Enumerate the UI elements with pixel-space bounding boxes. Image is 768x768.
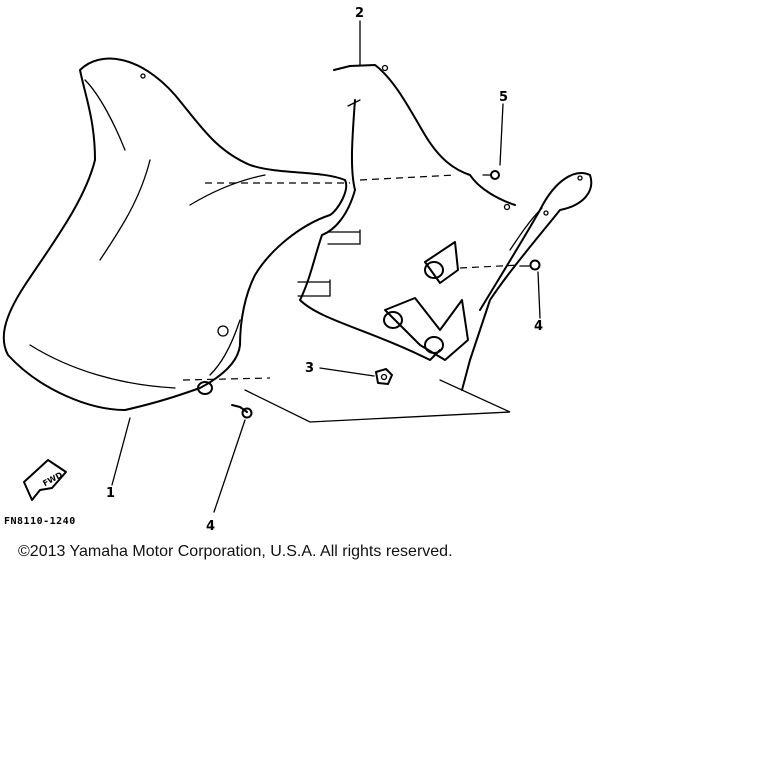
alignment-lines	[182, 174, 521, 423]
inner-panel-part-2	[297, 64, 516, 361]
callout-4-lower: 4	[206, 519, 215, 534]
fwd-arrow-icon: FWD	[23, 459, 67, 501]
grommet-left	[197, 381, 213, 395]
callout-1: 1	[106, 486, 115, 501]
nut-part-3	[375, 368, 393, 385]
screw-part-4-upper	[519, 259, 541, 271]
callout-4-upper: 4	[534, 319, 543, 334]
leader-lines	[111, 20, 541, 513]
copyright-notice: ©2013 Yamaha Motor Corporation, U.S.A. A…	[18, 543, 453, 560]
screw-part-5	[482, 170, 500, 180]
callout-2: 2	[355, 6, 364, 21]
mount-bracket-upper	[424, 241, 459, 284]
callout-3: 3	[305, 361, 314, 376]
mount-bracket-lower	[383, 297, 469, 361]
callout-5: 5	[499, 90, 508, 105]
cowling-part-1	[2, 57, 348, 411]
screw-part-4-lower	[231, 404, 253, 419]
stay-bracket	[461, 172, 593, 391]
fwd-label: FWD	[41, 470, 64, 488]
figure-code: FN8110-1240	[4, 516, 76, 527]
